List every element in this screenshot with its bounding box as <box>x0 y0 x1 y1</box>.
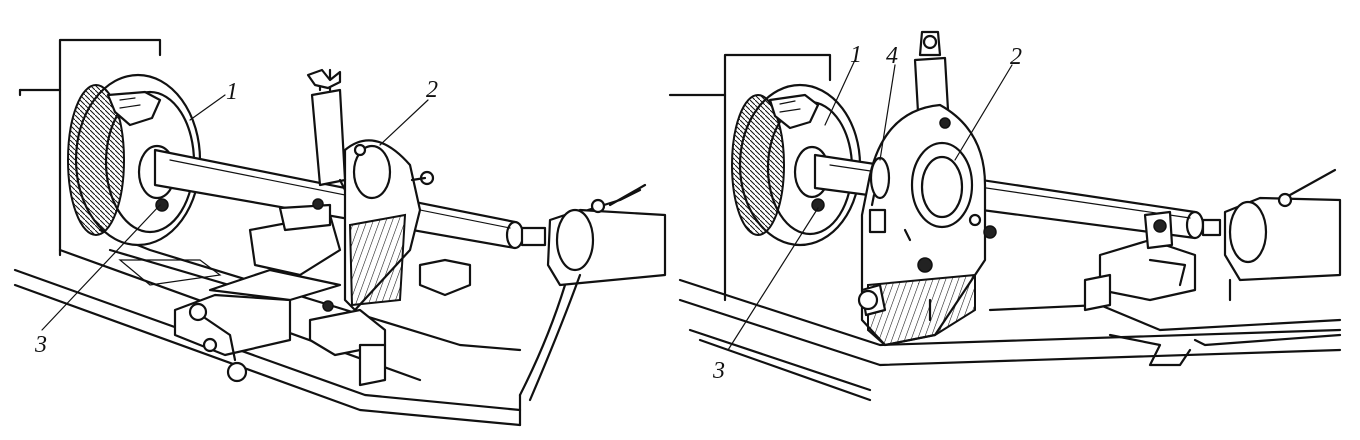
right-label-support: 3 <box>712 358 725 384</box>
left-label-support: 3 <box>34 332 47 358</box>
right-headstock <box>668 53 832 302</box>
left-tailstock <box>518 183 667 402</box>
left-leader-lines <box>41 94 429 331</box>
left-steady-rest <box>306 68 435 312</box>
left-panel: 1 2 3 <box>13 38 667 427</box>
right-label-chuck: 1 <box>850 42 862 68</box>
right-clamp <box>1083 210 1197 312</box>
right-leader-lines <box>727 59 1013 351</box>
left-carriage <box>173 198 472 387</box>
right-chuck <box>731 83 862 247</box>
right-steady-rest <box>857 30 997 347</box>
right-label-collar: 4 <box>886 43 898 69</box>
left-label-chuck: 1 <box>226 79 238 105</box>
right-panel: 1 4 2 3 <box>668 30 1342 402</box>
right-collar <box>869 156 891 207</box>
right-label-steady-rest: 2 <box>1010 44 1022 70</box>
left-label-steady-rest: 2 <box>426 77 438 103</box>
left-headstock <box>18 38 162 257</box>
right-tailstock <box>1223 168 1342 302</box>
right-lathe-bed <box>678 278 1342 402</box>
